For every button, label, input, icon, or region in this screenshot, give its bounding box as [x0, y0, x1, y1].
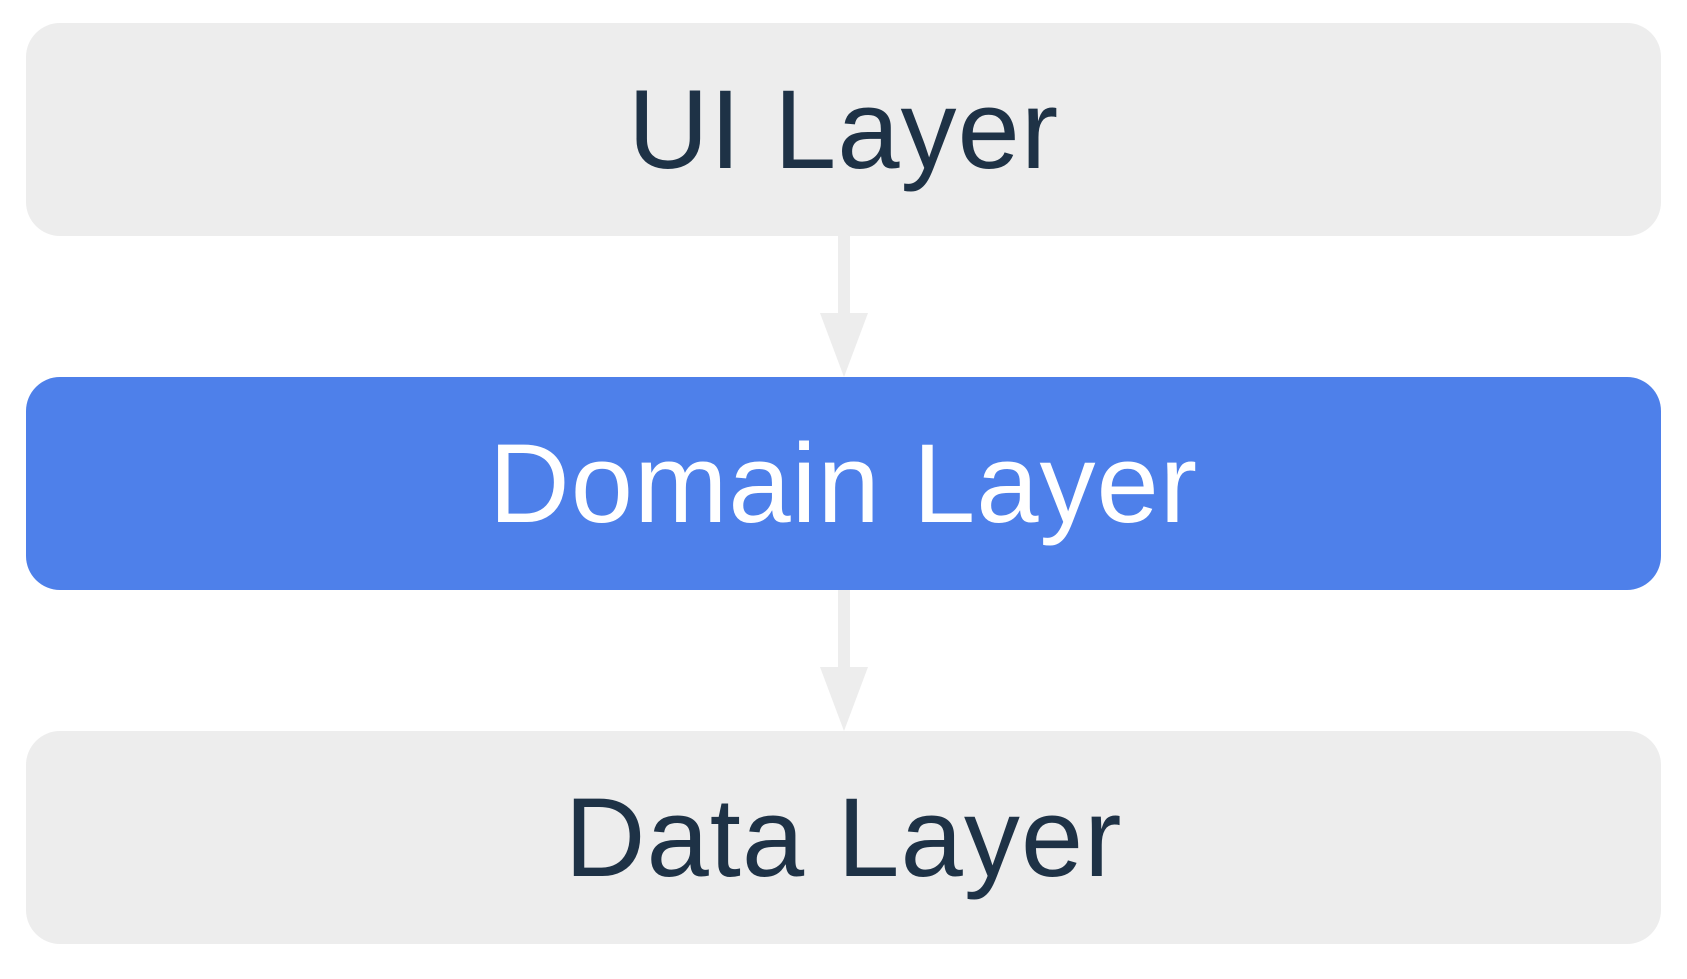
arrow-ui-to-domain [26, 236, 1661, 377]
layer-label-domain: Domain Layer [488, 421, 1199, 546]
layer-box-ui: UI Layer [26, 23, 1661, 236]
layer-label-ui: UI Layer [627, 67, 1060, 192]
arrow-down-icon [819, 313, 868, 377]
layer-box-data: Data Layer [26, 731, 1661, 944]
arrow-down-icon-stem [837, 236, 850, 313]
layer-box-domain: Domain Layer [26, 377, 1661, 590]
arrow-domain-to-data [26, 590, 1661, 731]
arrow-down-icon [819, 667, 868, 731]
layer-label-data: Data Layer [564, 775, 1123, 900]
arrow-down-icon-stem [837, 590, 850, 667]
